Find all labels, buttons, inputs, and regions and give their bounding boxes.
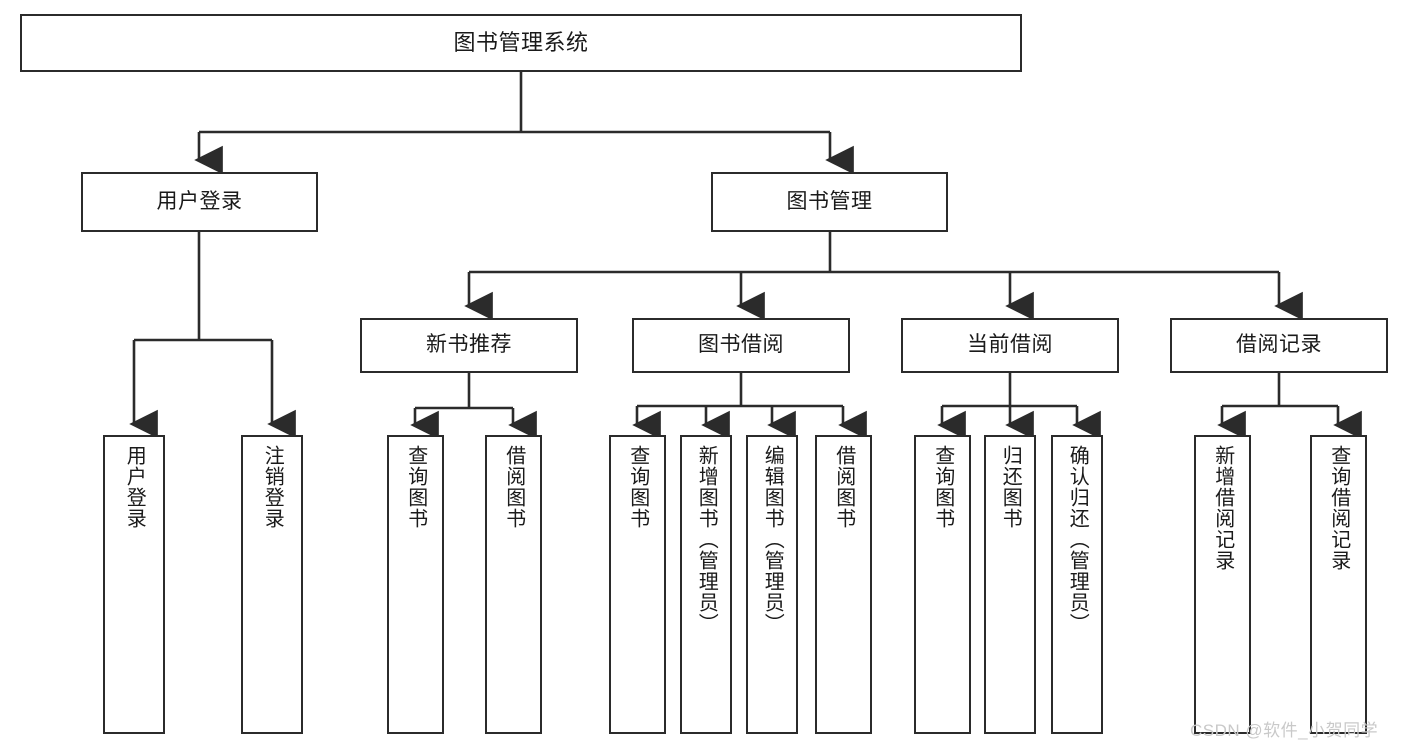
node-label: 图书管理系统 (453, 30, 589, 56)
node-label: 借阅图书 (502, 445, 525, 529)
node-leaf-user-login[interactable]: 用户登录 (103, 435, 165, 734)
node-book-borrow[interactable]: 图书借阅 (632, 318, 850, 373)
node-label: 确认归还（管理员） (1066, 445, 1089, 634)
node-label: 注销登录 (261, 445, 284, 529)
node-label: 用户登录 (156, 189, 243, 213)
node-label: 当前借阅 (967, 333, 1053, 357)
node-label: 图书管理 (786, 189, 873, 213)
node-label: 查询图书 (626, 445, 649, 529)
node-leaf-edit-book[interactable]: 编辑图书（管理员） (746, 435, 798, 734)
node-leaf-query-book-2[interactable]: 查询图书 (609, 435, 666, 734)
node-borrow-record[interactable]: 借阅记录 (1170, 318, 1388, 373)
node-label: 图书借阅 (698, 333, 784, 357)
node-leaf-query-record[interactable]: 查询借阅记录 (1310, 435, 1367, 734)
node-label: 借阅图书 (832, 445, 855, 529)
node-label: 借阅记录 (1236, 333, 1322, 357)
node-label: 新增图书（管理员） (695, 445, 718, 634)
node-leaf-query-book-3[interactable]: 查询图书 (914, 435, 971, 734)
node-leaf-user-logout[interactable]: 注销登录 (241, 435, 303, 734)
watermark-text: CSDN @软件_小贺同学 (1190, 721, 1379, 740)
node-label: 归还图书 (999, 445, 1022, 529)
node-user-login[interactable]: 用户登录 (81, 172, 318, 232)
node-leaf-confirm-return[interactable]: 确认归还（管理员） (1051, 435, 1103, 734)
node-label: 查询图书 (404, 445, 427, 529)
node-book-manage[interactable]: 图书管理 (711, 172, 948, 232)
node-leaf-query-book-1[interactable]: 查询图书 (387, 435, 444, 734)
node-label: 新书推荐 (426, 333, 512, 357)
node-leaf-add-record[interactable]: 新增借阅记录 (1194, 435, 1251, 734)
node-label: 新增借阅记录 (1211, 445, 1234, 571)
node-label: 编辑图书（管理员） (761, 445, 784, 634)
node-label: 用户登录 (123, 445, 146, 529)
node-leaf-borrow-book-2[interactable]: 借阅图书 (815, 435, 872, 734)
node-root-system[interactable]: 图书管理系统 (20, 14, 1022, 72)
node-leaf-borrow-book-1[interactable]: 借阅图书 (485, 435, 542, 734)
node-leaf-return-book[interactable]: 归还图书 (984, 435, 1036, 734)
node-label: 查询借阅记录 (1327, 445, 1350, 571)
node-leaf-add-book[interactable]: 新增图书（管理员） (680, 435, 732, 734)
node-label: 查询图书 (931, 445, 954, 529)
node-current-borrow[interactable]: 当前借阅 (901, 318, 1119, 373)
node-new-book-recommend[interactable]: 新书推荐 (360, 318, 578, 373)
